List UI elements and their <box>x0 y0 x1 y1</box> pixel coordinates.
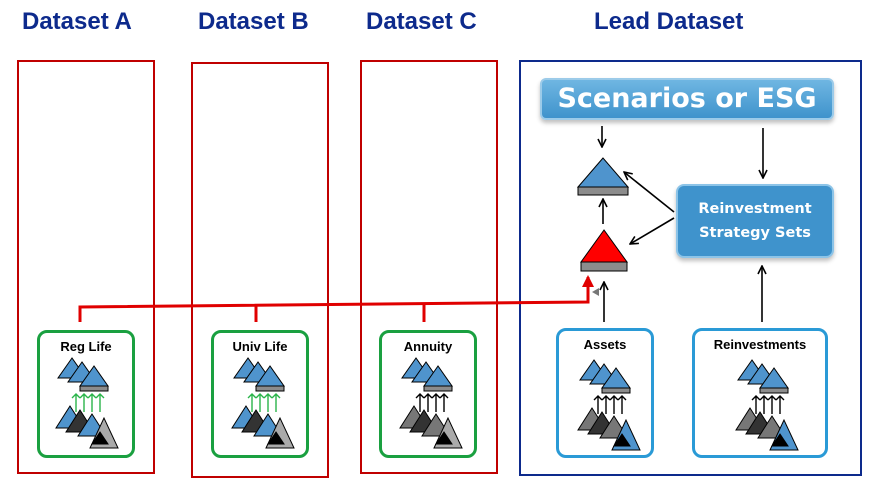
reinvestments-triangle-stack-icon <box>735 359 799 451</box>
reinvestments-connector-arrows <box>751 395 785 414</box>
reinvestment-strategy-line2: Strategy Sets <box>699 225 811 241</box>
reinvestment-strategy-line1: Reinvestment <box>698 201 812 217</box>
reg-life-connector-arrows <box>71 393 105 412</box>
card-univ-life-label: Univ Life <box>232 339 288 354</box>
univ-life-triangle-stack-icon <box>231 357 295 449</box>
small-grey-arrowhead <box>592 288 599 296</box>
card-assets-label: Assets <box>583 337 627 352</box>
card-reinvestments-label: Reinvestments <box>713 337 807 352</box>
panel-lead-dataset <box>519 60 862 476</box>
univ-life-connector-arrows <box>247 393 281 412</box>
panel-dataset-b <box>191 62 329 478</box>
scenarios-esg-banner: Scenarios or ESG <box>540 78 834 120</box>
assets-connector-arrows <box>593 395 627 414</box>
model-triangle-red <box>580 229 628 272</box>
header-dataset-a: Dataset A <box>22 8 132 35</box>
header-lead-dataset: Lead Dataset <box>594 8 744 35</box>
panel-dataset-c <box>360 60 498 474</box>
assets-triangle-stack-icon <box>577 359 641 451</box>
panel-dataset-a <box>17 60 155 474</box>
model-triangle-top <box>576 157 630 196</box>
header-dataset-c: Dataset C <box>366 8 477 35</box>
reinvestment-strategy-box: Reinvestment Strategy Sets <box>676 184 834 258</box>
reg-life-triangle-stack-icon <box>55 357 119 449</box>
header-dataset-b: Dataset B <box>198 8 309 35</box>
card-annuity-label: Annuity <box>403 339 453 354</box>
annuity-triangle-stack-icon <box>399 357 463 449</box>
card-reg-life: Reg Life <box>37 330 135 458</box>
card-reg-life-label: Reg Life <box>60 339 112 354</box>
annuity-connector-arrows <box>415 393 449 412</box>
lead-arrows <box>602 126 763 322</box>
red-connector <box>78 275 594 322</box>
